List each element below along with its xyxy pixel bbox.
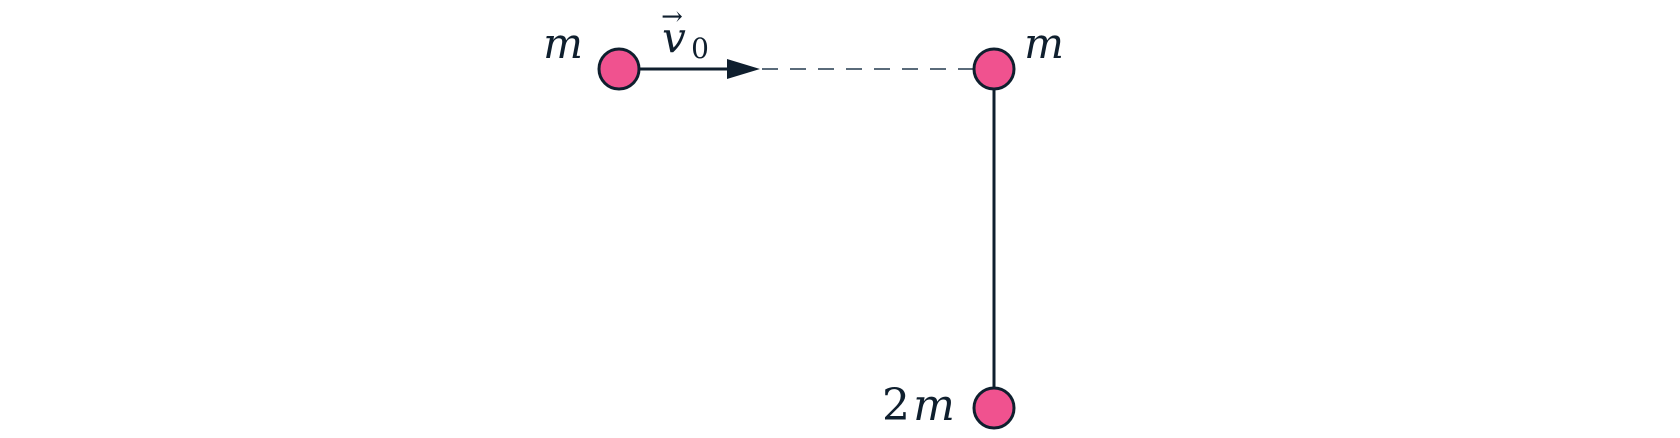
bottom-mass-coefficient: 2 <box>882 380 910 431</box>
velocity-subscript: 0 <box>691 32 709 65</box>
left-mass-label: m <box>543 19 583 68</box>
bottom-ball <box>972 386 1016 430</box>
velocity-arrow-head <box>727 59 760 79</box>
top-ball <box>972 47 1016 91</box>
velocity-vector-arrow: → <box>661 2 683 32</box>
velocity-symbol: v <box>662 13 686 62</box>
moving-ball <box>597 47 641 91</box>
bottom-mass-symbol: m <box>913 380 955 431</box>
top-mass-label: m <box>1024 19 1064 68</box>
